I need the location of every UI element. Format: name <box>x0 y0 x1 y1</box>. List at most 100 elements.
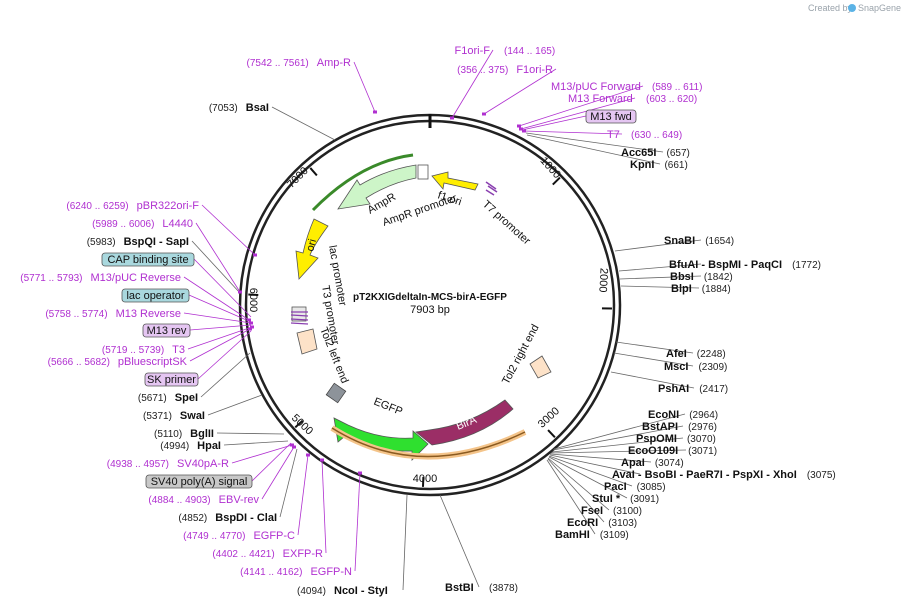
annotation-BbsI[interactable]: BbsI(1842) <box>670 271 733 283</box>
annotation-BsaI[interactable]: BsaI(7053) <box>209 102 269 114</box>
annotation-M13_F[interactable]: M13 Forward(603 .. 620) <box>568 93 697 105</box>
annotation-name: EBV-rev <box>219 494 260 506</box>
annotation-F1ori_F_pos[interactable]: (144 .. 165) <box>504 46 555 57</box>
annotation-EXFP_R[interactable]: EXFP-R(4402 .. 4421) <box>212 548 323 560</box>
leader-BspQI <box>191 240 241 294</box>
annotation-SnaBI[interactable]: SnaBI(1654) <box>664 235 734 247</box>
annotation-SwaI[interactable]: SwaI(5371) <box>143 410 205 422</box>
leader-pBR322 <box>201 204 256 256</box>
annotation-name: PshAI <box>658 383 689 395</box>
annotation-T3[interactable]: T3(5719 .. 5739) <box>102 344 185 356</box>
annotation-name: SV40pA-R <box>177 458 229 470</box>
annotation-EGFP_N[interactable]: EGFP-N(4141 .. 4162) <box>240 566 352 578</box>
annotation-AmpR_primer[interactable]: Amp-R(7542 .. 7561) <box>247 57 352 69</box>
leader-NcoI <box>402 494 408 591</box>
annotation-EBV_rev[interactable]: EBV-rev (4884 .. 4903) <box>148 494 259 506</box>
badge-box <box>144 372 199 387</box>
annotation-L4440[interactable]: L4440 (5989 .. 6006) <box>92 218 193 230</box>
annotation-F1ori_R[interactable]: F1ori-R(356 .. 375) <box>457 64 553 76</box>
annotation-BspDI[interactable]: BspDI - ClaI(4852) <box>178 512 277 524</box>
leader-BstAPI <box>552 425 684 451</box>
badge-text: SK primer <box>147 374 196 386</box>
annotation-position: (3878) <box>489 583 518 594</box>
annotation-BstBI[interactable]: BstBI (3878) <box>445 582 518 594</box>
annotation-name: SnaBI <box>664 235 695 247</box>
primer-mark-M13_F <box>519 127 523 131</box>
annotation-NcoI[interactable]: NcoI - StyI(4094) <box>297 585 388 597</box>
leader-EGFP_C <box>297 454 309 536</box>
annotation-name: M13/pUC Forward <box>551 81 641 93</box>
f1ori-arrow[interactable] <box>431 171 479 191</box>
annotation-SV40pA_R[interactable]: SV40pA-R(4938 .. 4957) <box>107 458 229 470</box>
ori-arrow[interactable] <box>295 218 329 280</box>
annotation-BglII[interactable]: BglII(5110) <box>154 428 214 440</box>
annotation-KpnI[interactable]: KpnI(661) <box>630 159 688 171</box>
primer-mark-F1ori_F <box>450 116 454 120</box>
annotation-BfuAI[interactable]: BfuAI - BspMI - PaqCI(1772) <box>669 259 821 271</box>
badge-leader <box>197 330 252 380</box>
annotation-Acc65I[interactable]: Acc65I(657) <box>621 147 690 159</box>
annotation-name: M13 Reverse <box>116 308 181 320</box>
annotation-position: (4884 .. 4903) <box>148 495 210 506</box>
leader-BlpI <box>620 285 700 289</box>
annotation-EGFP_C[interactable]: EGFP-C(4749 .. 4770) <box>183 530 295 542</box>
badge-CAP[interactable]: CAP binding site <box>101 252 195 267</box>
annotation-EcoO109I[interactable]: EcoO109I(3071) <box>628 445 717 457</box>
annotation-HpaI[interactable]: HpaI(4994) <box>160 440 221 452</box>
annotation-BspQI[interactable]: BspQI - SapI(5983) <box>87 236 189 248</box>
annotation-AfeI[interactable]: AfeI(2248) <box>666 348 726 360</box>
leader-EGFP_N <box>354 472 361 572</box>
badge-SKprimer[interactable]: SK primer <box>144 372 199 387</box>
annotation-ApaI[interactable]: ApaI(3074) <box>621 457 684 469</box>
annotation-BamHI[interactable]: BamHI(3109) <box>555 529 629 541</box>
annotation-name: L4440 <box>162 218 193 230</box>
annotation-name: BbsI <box>670 271 694 283</box>
annotation-pBR322[interactable]: pBR322ori-F(6240 .. 6259) <box>66 200 199 212</box>
annotation-F1ori_F[interactable]: F1ori-F <box>455 45 491 57</box>
annotation-MscI[interactable]: MscI(2309) <box>664 361 727 373</box>
annotation-BstAPI[interactable]: BstAPI(2976) <box>642 421 717 433</box>
annotation-pBluescriptSK[interactable]: pBluescriptSK(5666 .. 5682) <box>48 356 188 368</box>
annotation-EcoRI[interactable]: EcoRI(3103) <box>567 517 637 529</box>
annotation-name: BglII <box>190 428 214 440</box>
annotation-M13pUC_F[interactable]: M13/pUC Forward(589 .. 611) <box>551 81 702 93</box>
primer-mark-SV40pA_R <box>290 443 294 447</box>
badge-M13fwd[interactable]: M13 fwd <box>585 109 637 124</box>
annotation-PacI[interactable]: PacI(3085) <box>604 481 666 493</box>
badge-box <box>145 474 253 489</box>
annotation-M13pUC_R[interactable]: M13/pUC Reverse(5771 .. 5793) <box>20 272 181 284</box>
ampr-arrow[interactable] <box>337 164 417 210</box>
annotation-M13_Rev[interactable]: M13 Reverse(5758 .. 5774) <box>45 308 181 320</box>
leader-AfeI <box>615 341 694 354</box>
badge-SV40[interactable]: SV40 poly(A) signal <box>145 474 253 489</box>
badge-M13rev[interactable]: M13 rev <box>142 323 191 338</box>
annotation-PshAI[interactable]: PshAI (2417) <box>658 383 728 395</box>
bira-arrow[interactable] <box>415 399 514 446</box>
primer-mark-L4440 <box>238 290 242 294</box>
annotation-FseI[interactable]: FseI(3100) <box>581 505 642 517</box>
annotation-BlpI[interactable]: BlpI(1884) <box>671 283 731 295</box>
annotation-AvaI[interactable]: AvaI - BsoBI - PaeR7I - PspXI - XhoI(307… <box>612 469 836 481</box>
leader-HpaI <box>223 440 289 446</box>
annotation-name: MscI <box>664 361 688 373</box>
annotation-PspOMI[interactable]: PspOMI(3070) <box>636 433 716 445</box>
badge-lacop[interactable]: lac operator <box>121 288 190 303</box>
annotation-position: (630 .. 649) <box>631 130 682 141</box>
badge-box <box>585 109 637 124</box>
annotation-EcoNI[interactable]: EcoNI(2964) <box>648 409 718 421</box>
annotation-name: F1ori-R <box>516 64 553 76</box>
annotation-StuI[interactable]: StuI *(3091) <box>592 493 659 505</box>
annotation-name: Amp-R <box>317 57 351 69</box>
annotation-position: (5989 .. 6006) <box>92 219 154 230</box>
leader-EBV_rev <box>261 446 295 500</box>
annotation-SpeI[interactable]: SpeI(5671) <box>138 392 198 404</box>
leader-BsaI <box>271 106 336 141</box>
annotation-position: (5371) <box>143 411 172 422</box>
primer-mark-AmpR_primer <box>373 110 377 114</box>
tick-mark-3000 <box>547 429 556 439</box>
annotation-T7[interactable]: T7(630 .. 649) <box>607 129 682 141</box>
plasmid-name: pT2KXIGdeltaIn-MCS-birA-EGFP <box>353 292 507 303</box>
leader-PspOMI <box>551 437 684 453</box>
annotation-name: BstBI <box>445 582 474 594</box>
annotation-position: (2417) <box>699 384 728 395</box>
